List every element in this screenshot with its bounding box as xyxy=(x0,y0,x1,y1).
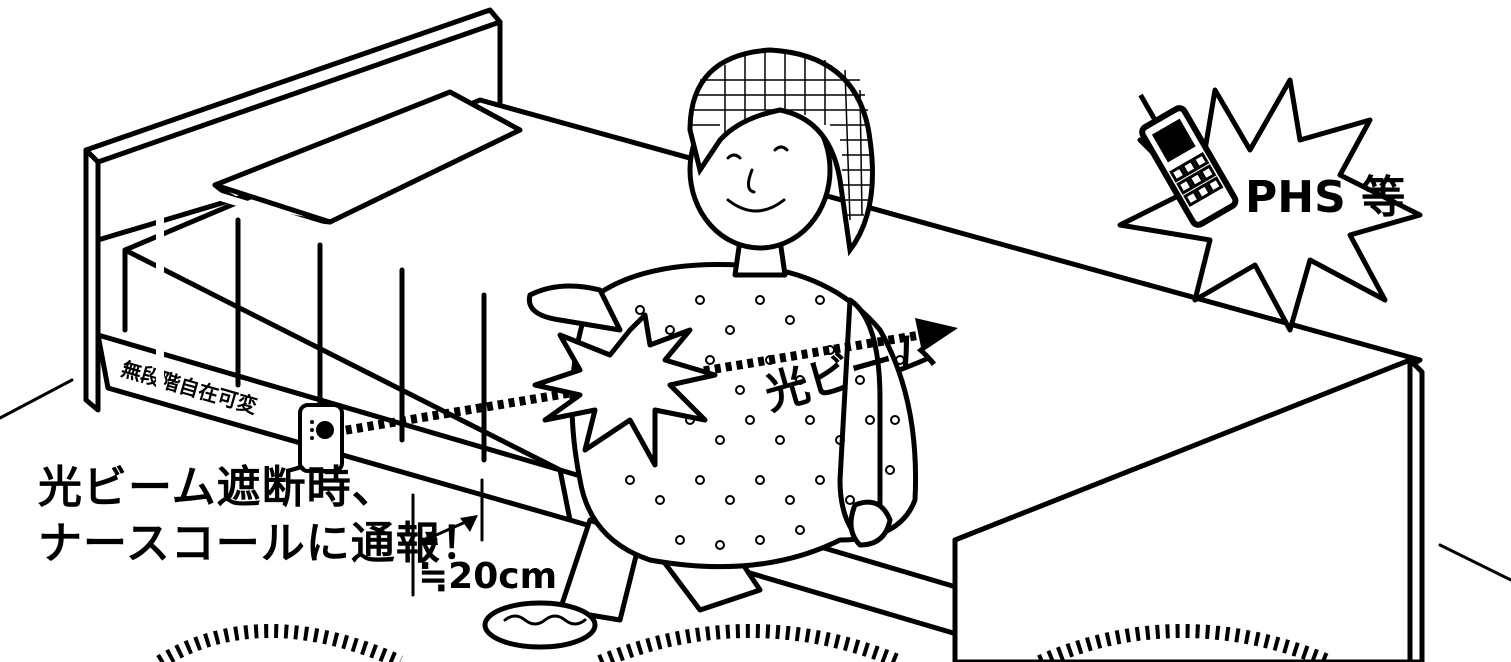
nurse-call-notice: 光ビーム遮断時、 ナースコールに通報！ xyxy=(38,460,486,572)
phs-label: PHS 等 xyxy=(1245,172,1405,223)
notice-line-2: ナースコールに通報！ xyxy=(38,516,486,572)
floor-line-left xyxy=(0,380,72,418)
floor-line-right xyxy=(1440,545,1511,580)
notice-line-1: 光ビーム遮断時、 xyxy=(38,460,486,516)
